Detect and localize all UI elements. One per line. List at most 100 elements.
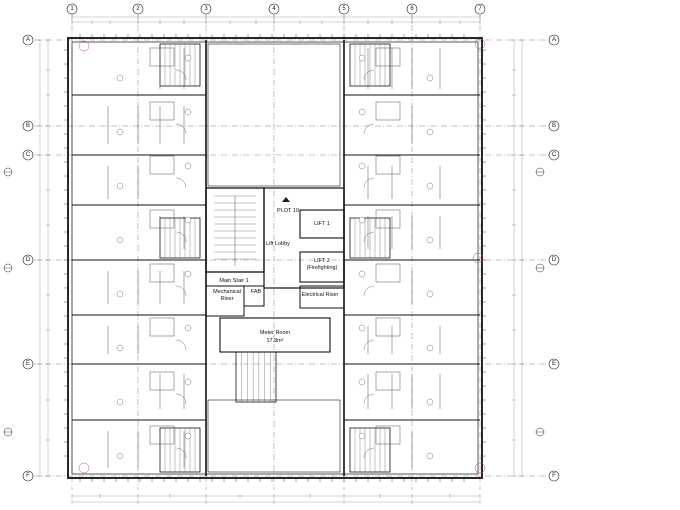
door-swing [363,285,375,297]
grid-bubble-2 [132,3,144,15]
grid-label-7: 7 [478,6,482,12]
lower-core [207,399,341,473]
lift-2-label: LIFT 2 [314,258,330,264]
lift-lobby-label: Lift Lobby [266,241,290,247]
room-tag [116,398,124,406]
grid-label-right-D: D [552,257,557,263]
grid-bubble-right-F [548,470,560,482]
grid-bubble-left-D [22,254,34,266]
door-swing [175,177,187,189]
lift-2-shaft [299,251,345,283]
room-tag [426,344,434,352]
grid-label-1: 1 [70,6,74,12]
grid-bubble-right-E [548,358,560,370]
grid-label-left-D: D [26,257,31,263]
room-tag [426,74,434,82]
door-swing [363,339,375,351]
grid-bubble-5 [338,3,350,15]
grid-label-right-A: A [552,37,556,43]
room-tag [358,162,366,170]
grid-bubble-right-A [548,34,560,46]
door-swing [175,447,187,459]
bathroom [149,425,175,445]
room-tag [358,108,366,116]
grid-label-left-C: C [26,152,31,158]
grid-label-left-E: E [26,361,30,367]
apartment-details [64,34,486,482]
electrical-riser [299,285,345,309]
door-swing [175,123,187,135]
room-tag [358,324,366,332]
bathroom [149,155,175,175]
revision-cloud [474,462,486,474]
room-tag [184,378,192,386]
grid-label-5: 5 [342,6,346,12]
mechanical-riser-sub-label: Riser [221,296,234,302]
bathroom [375,317,401,337]
bathroom [149,317,175,337]
room-tag [426,128,434,136]
revision-cloud [78,40,90,52]
room-tag [184,108,192,116]
room-tag [184,270,192,278]
bathroom [375,263,401,283]
bathroom [149,47,175,67]
bathroom [149,101,175,121]
grid-bubble-left-A [22,34,34,46]
room-tag [184,324,192,332]
meter-room-label: Meter Room [260,330,291,336]
bathroom [149,263,175,283]
room-tag [358,270,366,278]
grid-label-right-B: B [552,123,556,129]
electrical-riser-label: Electrical Riser [302,292,339,298]
door-swing [363,177,375,189]
revision-cloud [78,462,90,474]
grid-bubble-4 [268,3,280,15]
meter-room-area-label: 17.8m² [266,338,283,344]
north-arrow-marker [282,197,290,202]
bathroom [149,371,175,391]
lift-1-shaft [299,209,345,239]
grid-label-left-F: F [26,473,30,479]
grid-label-left-A: A [26,37,30,43]
lower-core-stair [235,351,277,403]
door-swing [175,231,187,243]
upper-core-void [207,43,341,187]
lift-1-label: LIFT 1 [314,221,330,227]
bathroom [375,155,401,175]
bathroom [375,425,401,445]
grid-bubble-right-B [548,120,560,132]
room-tag [116,344,124,352]
mechanical-riser-label: Mechanical [213,289,241,295]
grid-bubble-left-B [22,120,34,132]
room-labels: PLOT 10 LIFT 1 Lift Lobby LIFT 2 (Firefi… [213,208,338,344]
grid-bubble-right-C [548,149,560,161]
grid-label-right-C: C [552,152,557,158]
room-tag [116,236,124,244]
inner-wall-line [71,41,479,475]
bathroom [375,209,401,229]
grid-bubble-right-D [548,254,560,266]
fab-label: FAB [251,289,262,295]
grid-label-6: 6 [410,6,414,12]
grid-label-right-E: E [552,361,556,367]
room-tag [184,432,192,440]
door-swing [363,69,375,81]
bathroom [149,209,175,229]
room-tag [184,216,192,224]
room-tag [358,378,366,386]
bathroom [375,47,401,67]
main-stair-label: Main Stair 1 [219,278,248,284]
revision-cloud [474,38,486,50]
room-tag [116,74,124,82]
door-swing [175,285,187,297]
room-tag [426,398,434,406]
bathroom [375,101,401,121]
door-swing [363,447,375,459]
room-tag [116,290,124,298]
plot-label: PLOT 10 [277,208,299,214]
grid-bubble-1 [66,3,78,15]
grid-bubble-6 [406,3,418,15]
